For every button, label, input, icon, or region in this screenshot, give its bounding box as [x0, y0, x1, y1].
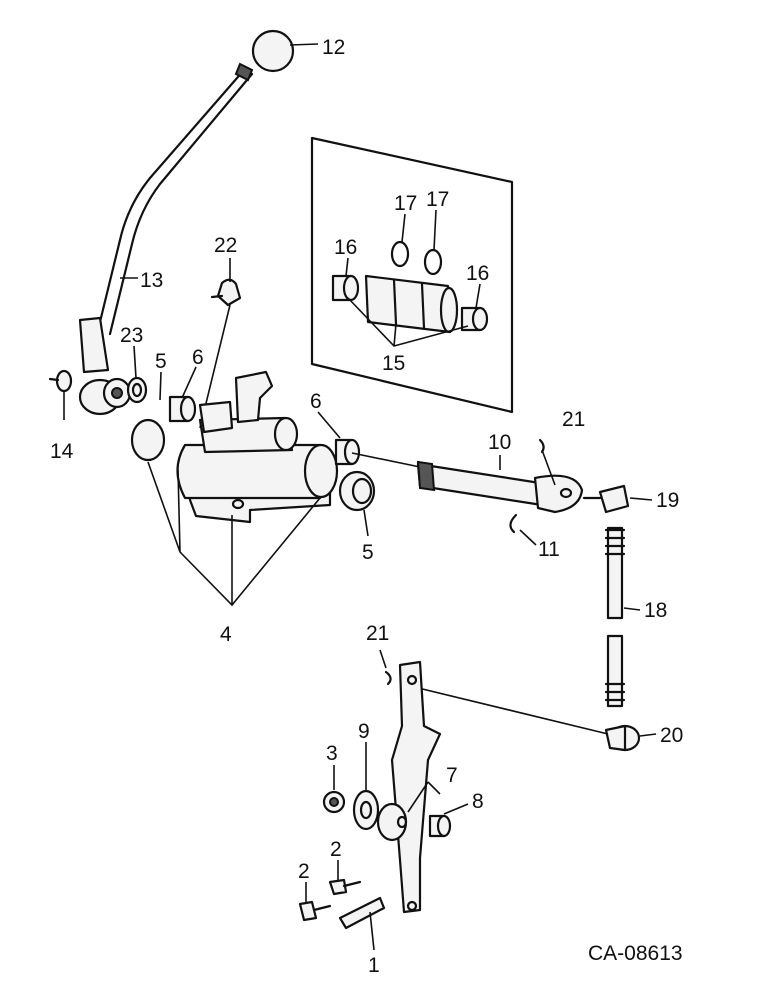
- callout-16-left: 16: [334, 236, 357, 259]
- callout-22: 22: [214, 234, 237, 257]
- leader-lines: [63, 43, 657, 951]
- callout-2-right: 2: [330, 838, 342, 861]
- ring-part: [390, 240, 410, 268]
- callout-10: 10: [488, 431, 511, 454]
- callout-labels: 12 13 14 23 5 6 22 6 5 4 10 21 11 19 18 …: [50, 36, 683, 977]
- bushing-part: [331, 274, 360, 302]
- clip-part: [509, 513, 518, 534]
- callout-7: 7: [446, 764, 458, 787]
- callout-18: 18: [644, 599, 667, 622]
- callout-3: 3: [326, 742, 338, 765]
- callout-21-bottom: 21: [366, 622, 389, 645]
- callout-1: 1: [368, 954, 380, 977]
- callout-5-top: 5: [155, 350, 167, 373]
- nut-part: [48, 369, 73, 393]
- ring-part: [423, 248, 443, 276]
- callout-8: 8: [472, 790, 484, 813]
- washer-part: [126, 376, 148, 404]
- callout-5-bottom: 5: [362, 541, 374, 564]
- shaft-part: [416, 460, 584, 514]
- bushing-part: [352, 789, 380, 831]
- sleeve-part: [364, 274, 459, 334]
- bolt-part: [328, 878, 362, 896]
- callout-17-left: 17: [394, 192, 417, 215]
- callout-17-right: 17: [426, 188, 449, 211]
- knob-part: [251, 29, 295, 73]
- bushing-part: [460, 306, 489, 332]
- spacer-part: [376, 802, 408, 842]
- clip-part: [538, 438, 556, 486]
- swivel-part: [604, 724, 641, 752]
- clip-part: [384, 670, 392, 686]
- callout-9: 9: [358, 720, 370, 743]
- bolt-part: [298, 900, 332, 922]
- callout-12: 12: [322, 36, 345, 59]
- callout-15: 15: [382, 352, 405, 375]
- callout-11: 11: [538, 538, 560, 561]
- inset-box: [310, 136, 514, 414]
- swivel-part: [582, 484, 630, 514]
- figure-code: CA-08613: [588, 942, 683, 965]
- callout-2-left: 2: [298, 860, 310, 883]
- callout-13: 13: [140, 269, 163, 292]
- callout-19: 19: [656, 489, 679, 512]
- rod-part: [604, 526, 626, 708]
- callout-6-left: 6: [192, 346, 204, 369]
- callout-20: 20: [660, 724, 683, 747]
- washer-part: [322, 790, 346, 814]
- callout-23: 23: [120, 324, 143, 347]
- nut-part: [428, 814, 452, 838]
- callout-16-right: 16: [466, 262, 489, 285]
- lower-lever-part: [390, 660, 442, 914]
- callout-21-top: 21: [562, 408, 585, 431]
- bushing-part: [334, 438, 361, 466]
- bushing-part: [168, 395, 197, 423]
- callout-6-right: 6: [310, 390, 322, 413]
- callout-14: 14: [50, 440, 74, 463]
- housing-part: [130, 370, 376, 524]
- plate-part: [338, 896, 386, 930]
- callout-4: 4: [220, 623, 232, 646]
